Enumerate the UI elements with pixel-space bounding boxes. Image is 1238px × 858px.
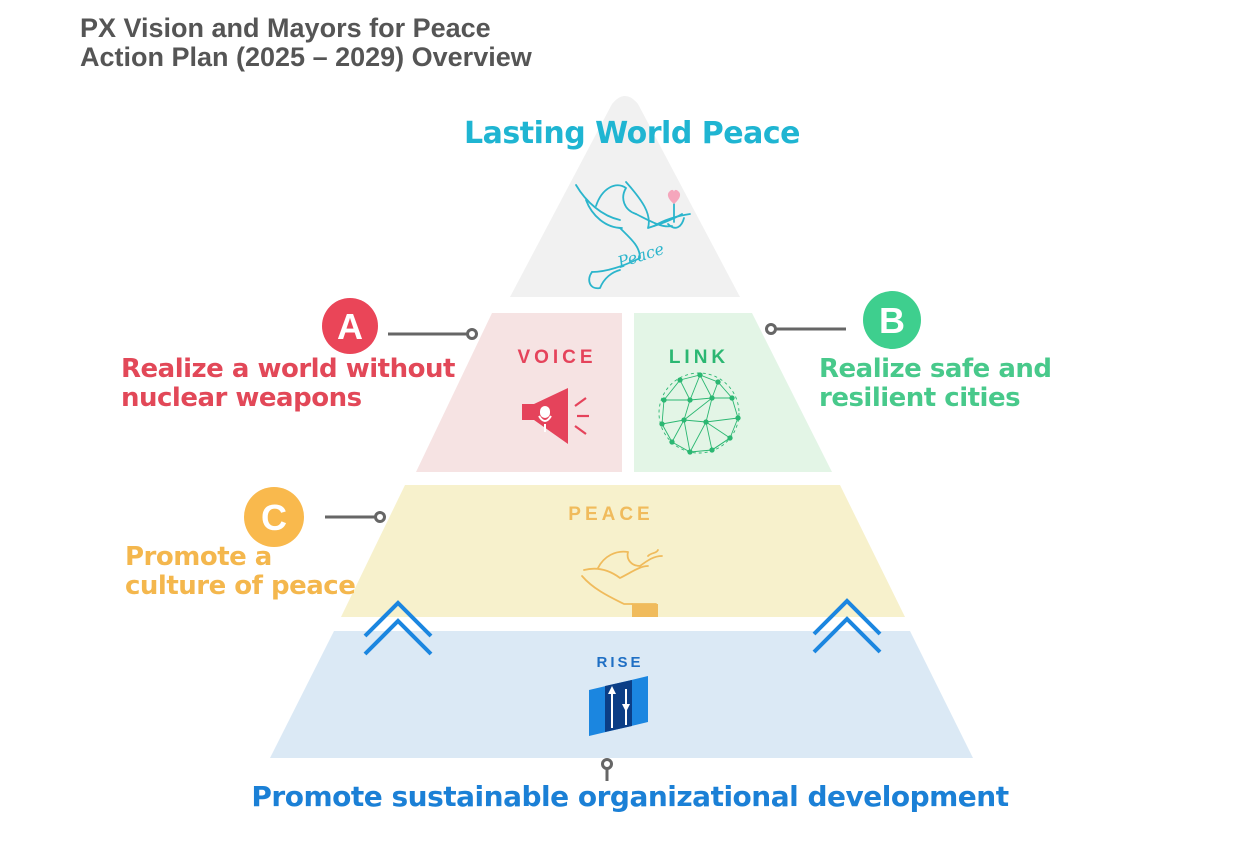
badge-a-letter: A: [337, 306, 363, 347]
page-title-line-2: Action Plan (2025 – 2029) Overview: [80, 42, 532, 72]
voice-label: VOICE: [517, 347, 596, 368]
connector-a-end: [466, 328, 478, 340]
badge-b: [863, 291, 921, 349]
badge-c-letter: C: [261, 497, 287, 538]
right-up-chevrons-icon: [812, 598, 882, 654]
megaphone-icon: [522, 388, 589, 444]
network-globe-icon: [658, 372, 741, 455]
goal-c-text: Promote a culture of peace: [125, 542, 356, 601]
page-title: PX Vision and Mayors for Peace Action Pl…: [80, 14, 532, 72]
apex-label: Lasting World Peace: [464, 116, 800, 151]
apex-tier: [510, 96, 740, 297]
rise-building-icon: [589, 676, 648, 736]
goal-a-line-2: nuclear weapons: [121, 383, 362, 413]
badge-c: [244, 487, 304, 547]
voice-tier: [416, 313, 622, 472]
badge-a: [322, 298, 378, 354]
goal-c-line-1: Promote a: [125, 542, 272, 572]
goal-a-text: Realize a world without nuclear weapons: [121, 355, 455, 413]
goal-c-line-2: culture of peace: [125, 571, 356, 601]
dove-icon: [575, 181, 691, 290]
connector-c-end: [374, 511, 386, 523]
heart-icon: [667, 189, 681, 204]
link-label: LINK: [669, 347, 729, 368]
goal-b-text: Realize safe and resilient cities: [819, 355, 1052, 413]
page-title-line-1: PX Vision and Mayors for Peace: [80, 13, 491, 43]
goal-b-line-2: resilient cities: [819, 383, 1021, 413]
peace-label: PEACE: [568, 504, 653, 525]
badge-b-letter: B: [879, 300, 905, 341]
connector-base-end: [601, 758, 613, 770]
connector-b-end: [765, 323, 777, 335]
left-up-chevrons-icon: [363, 600, 433, 656]
rise-label: RISE: [596, 654, 643, 671]
base-label: Promote sustainable organizational devel…: [251, 780, 1009, 813]
goal-a-line-1: Realize a world without: [121, 354, 455, 384]
sleeve-cuff: [632, 604, 658, 617]
goal-b-line-1: Realize safe and: [819, 354, 1052, 384]
